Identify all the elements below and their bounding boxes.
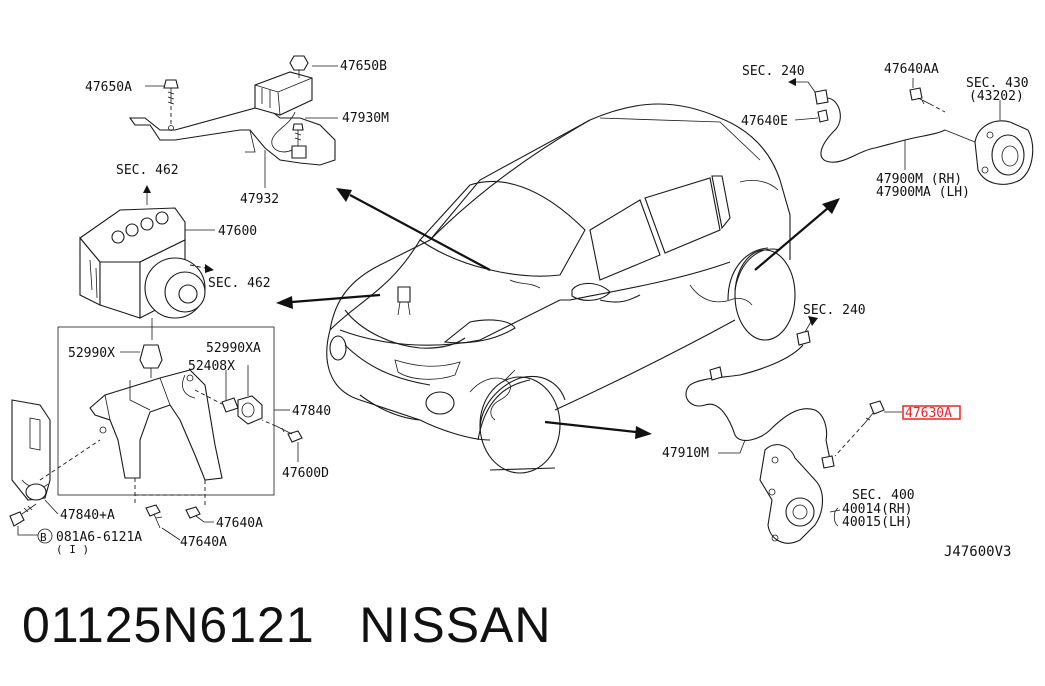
label-sec240-mid: SEC. 240 (803, 303, 866, 318)
label-47630a-highlighted: 47630A (905, 406, 952, 421)
highlight-box-47630a (902, 405, 961, 420)
bolt-badge-circle (37, 528, 53, 544)
abs-actuator-group (79, 185, 215, 340)
car-illustration (326, 103, 796, 474)
label-47640e: 47640E (741, 114, 788, 129)
label-081a6: 081A6-6121A (56, 530, 142, 545)
label-43202: (43202) (969, 89, 1024, 104)
part-number-caption: 01125N6121 NISSAN (22, 597, 552, 653)
label-47900ma: 47900MA (LH) (876, 185, 970, 200)
diagram-code: J47600V3 (944, 544, 1011, 560)
front-wheel-sensor-group (685, 316, 902, 544)
bolt-badge-letter: B (40, 531, 47, 544)
label-sec400: SEC. 400 (852, 488, 915, 503)
label-47840a: 47840+A (60, 508, 115, 523)
rear-wheel-sensor-group (788, 78, 1034, 185)
label-47640a-lower: 47640A (180, 535, 227, 550)
label-sec462-side: SEC. 462 (208, 276, 271, 291)
label-sec430: SEC. 430 (966, 76, 1029, 91)
label-47600: 47600 (218, 224, 257, 239)
label-081a6-qty: ( I ) (56, 543, 89, 556)
yaw-rate-sensor-group (128, 55, 338, 188)
label-47910m: 47910M (662, 446, 709, 461)
side-bracket-group (9, 399, 303, 541)
label-40015: 40015(LH) (842, 515, 912, 530)
label-47640aa: 47640AA (884, 62, 939, 77)
label-47932: 47932 (240, 192, 279, 207)
label-sec462-top: SEC. 462 (116, 163, 179, 178)
parts-diagram: 47650B 47650A 47930M 47932 SEC. 462 4760… (9, 55, 1034, 560)
bracket-paren (833, 507, 839, 527)
label-47640a-right: 47640A (216, 516, 263, 531)
label-40014: 40014(RH) (842, 502, 912, 517)
label-52408x: 52408X (188, 359, 235, 374)
label-47650a: 47650A (85, 80, 132, 95)
label-52990x: 52990X (68, 346, 115, 361)
label-47900m: 47900M (RH) (876, 172, 962, 187)
pointer-arrows (276, 188, 840, 439)
label-47930m: 47930M (342, 111, 389, 126)
part-labels: 47650B 47650A 47930M 47932 SEC. 462 4760… (37, 59, 1029, 560)
label-47650b: 47650B (340, 59, 387, 74)
label-sec240-top: SEC. 240 (742, 64, 805, 79)
label-52990xa: 52990XA (206, 341, 261, 356)
actuator-bracket-group (57, 326, 290, 505)
label-47840: 47840 (292, 404, 331, 419)
label-47600d: 47600D (282, 466, 329, 481)
